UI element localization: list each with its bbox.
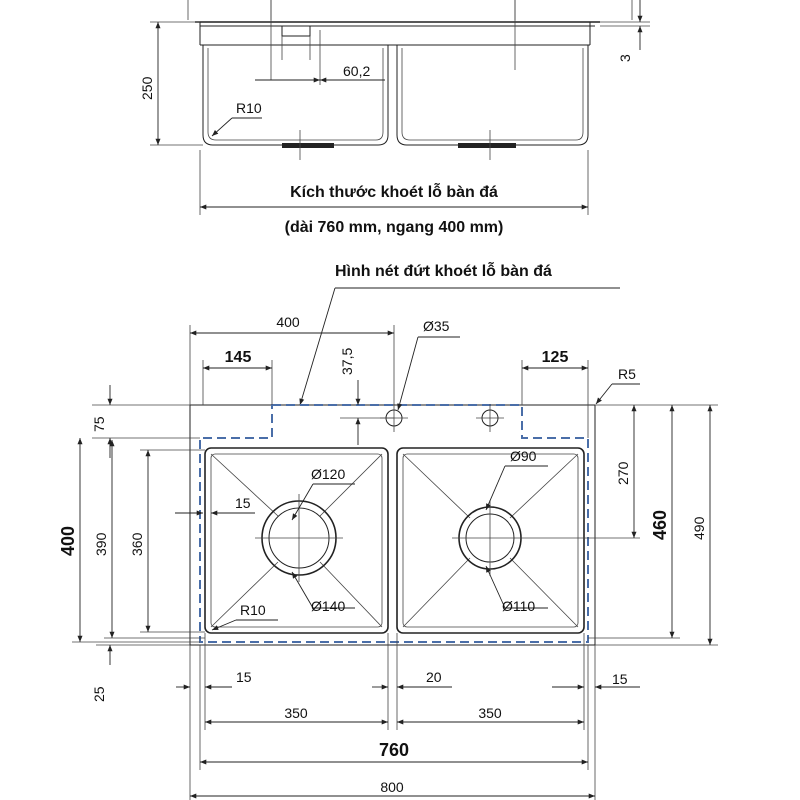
dim-390: 390 [93,532,109,556]
dim-37-5: 37,5 [339,348,355,375]
dim-15-inner: 15 [235,495,251,511]
side-view-dim-60-2: 60,2 [343,63,370,79]
dim-15-left: 15 [236,669,252,685]
dim-25: 25 [91,686,107,702]
side-view-dim-250: 250 [139,76,155,100]
dim-460: 460 [650,510,670,540]
dim-d110: Ø110 [502,598,535,614]
side-view-dim-3: 3 [617,54,633,62]
dim-d90: Ø90 [510,448,537,464]
dim-360: 360 [129,532,145,556]
dim-760: 760 [379,740,409,760]
dim-d140: Ø140 [311,598,345,614]
dim-75: 75 [91,416,107,432]
side-view-dim-r10: R10 [236,100,262,116]
dim-125: 125 [542,349,569,366]
dim-350-left: 350 [284,705,308,721]
dim-15-right: 15 [612,671,628,687]
dim-350-right: 350 [478,705,502,721]
dim-400-top: 400 [276,314,300,330]
dim-145: 145 [225,349,252,366]
side-view-left-bowl [202,45,389,146]
dim-270: 270 [615,461,631,485]
dim-r10-plan: R10 [240,602,266,618]
dim-d35: Ø35 [423,318,450,334]
dashed-outline-title: Hình nét đứt khoét lỗ bàn đá [335,261,552,280]
dim-r5: R5 [618,366,636,382]
dim-20: 20 [426,669,442,685]
cutout-caption-line2: (dài 760 mm, ngang 400 mm) [285,219,504,236]
dim-400-left: 400 [58,526,78,556]
left-bowl [204,447,389,634]
cutout-caption-line1: Kích thước khoét lỗ bàn đá [290,182,498,201]
countertop-cutout-outline [199,404,589,643]
plan-view: Hình nét đứt khoét lỗ bàn đá [58,261,718,800]
dim-490: 490 [691,516,707,540]
side-view: 60,2 250 3 R10 Kích thước khoét lỗ bàn đ… [139,0,650,236]
dim-800: 800 [380,779,404,795]
side-view-right-bowl [396,45,589,146]
dim-d120: Ø120 [311,466,345,482]
